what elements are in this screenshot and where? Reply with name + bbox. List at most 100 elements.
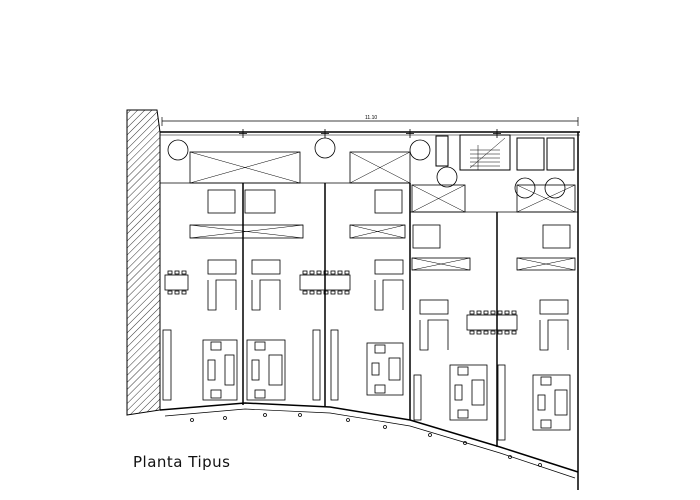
bathtub [539,299,569,315]
storage-void [349,151,411,184]
kitchen-counter [207,279,237,311]
chair [302,270,308,275]
chair [181,290,187,295]
bathtub [374,259,404,275]
kitchen-counter [419,319,449,351]
storage-void [516,184,576,213]
room-label-tag [514,177,536,199]
curved-facade [159,402,579,473]
elevator-2 [546,137,575,171]
chair [469,310,475,315]
dining-table [299,274,351,291]
bed [244,189,276,214]
coffee-table [371,362,380,376]
living-rug [532,374,571,431]
chair [511,330,517,335]
kitchen-counter [539,319,569,351]
kitchen-counter [251,279,281,311]
facade-column [508,455,512,459]
chair [337,290,343,295]
armchair [254,341,266,351]
chair [337,270,343,275]
facade-balcony [164,408,576,479]
chair [476,330,482,335]
bathtub [207,259,237,275]
storage-void-cross [411,184,466,213]
chair [330,270,336,275]
armchair [254,389,266,399]
chair [167,270,173,275]
dining-table [466,314,518,331]
coffee-table [251,359,260,381]
coffee-table [454,384,463,401]
storage-void [411,184,466,213]
facade-column [223,416,227,420]
wardrobe [516,257,576,271]
chair [323,290,329,295]
bathtub [251,259,281,275]
room-label-tag [314,137,336,159]
drawing-title: Planta Tipus [133,453,231,471]
room-label-tag [409,139,431,161]
bed [374,189,403,214]
bed [542,224,571,249]
chair [483,310,489,315]
wardrobe-cross [349,224,406,239]
dimension-label: 11.10 [365,115,377,121]
facade-column [263,413,267,417]
chair [344,290,350,295]
hatched-party-wall [126,109,161,416]
armchair [374,344,386,354]
armchair [457,409,469,419]
bed [207,189,236,214]
chair [504,330,510,335]
armchair [210,341,222,351]
sofa [388,357,401,381]
chair [302,290,308,295]
chair [490,330,496,335]
facade-column [463,441,467,445]
facade-column [298,413,302,417]
facade-column [428,433,432,437]
room-label-tag [167,139,189,161]
built-in-shelf [312,329,321,401]
chair [174,290,180,295]
built-in-shelf [413,374,422,421]
wardrobe-cross [189,224,304,239]
room-label-tag [544,177,566,199]
chair [323,270,329,275]
elevator-1 [516,137,545,171]
service-shaft [435,135,449,167]
facade-column [190,418,194,422]
built-in-shelf [497,364,506,441]
chair [174,270,180,275]
armchair [540,376,552,386]
coffee-table [207,359,216,381]
chair [497,330,503,335]
chair [330,290,336,295]
storage-void-cross [516,184,576,213]
chair [511,310,517,315]
facade-column [346,418,350,422]
stair-core [459,134,511,171]
sofa [471,379,485,406]
coffee-table [537,394,546,411]
room-label-tag [436,166,458,188]
chair [309,290,315,295]
chair [344,270,350,275]
living-rug [246,339,286,401]
facade-column [383,425,387,429]
chair [490,310,496,315]
storage-void [189,151,301,184]
wardrobe [189,224,304,239]
chair [181,270,187,275]
built-in-shelf [330,329,339,401]
bed [412,224,441,249]
chair [309,270,315,275]
chair [497,310,503,315]
kitchen-counter [374,279,404,311]
living-rug [366,342,404,396]
chair [469,330,475,335]
wardrobe [349,224,406,239]
